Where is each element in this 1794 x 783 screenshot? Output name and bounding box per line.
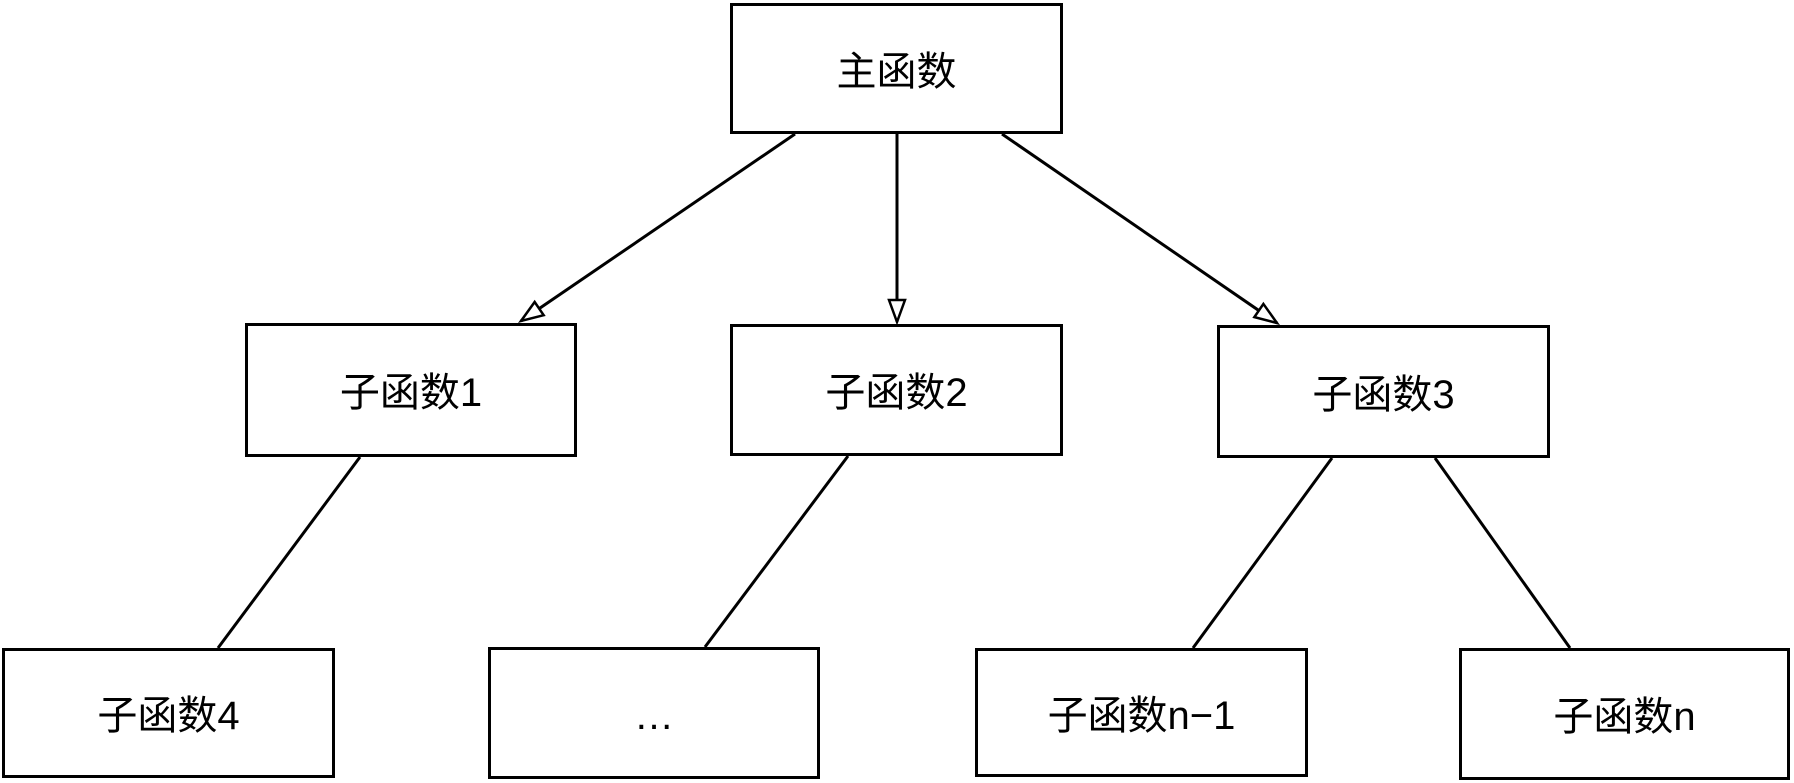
edge-main-to-sub1 <box>517 132 796 324</box>
node-label-main: 主函数 <box>836 49 957 94</box>
edge-sub2-to-ellipsis <box>703 455 850 648</box>
node-label-sub3: 子函数3 <box>1312 372 1455 417</box>
node-subn1: 子函数n−1 <box>975 648 1308 777</box>
node-ellipsis: … <box>488 647 820 779</box>
node-label-subn1: 子函数n−1 <box>1047 693 1236 738</box>
node-label-sub2: 子函数2 <box>825 371 968 415</box>
node-label-subn: 子函数n <box>1553 695 1696 739</box>
node-label-sub1: 子函数1 <box>339 371 483 415</box>
node-sub4: 子函数4 <box>2 648 335 778</box>
edge-sub3-to-subn <box>1433 457 1572 649</box>
node-label-ellipsis: … <box>634 694 674 738</box>
node-subn: 子函数n <box>1459 648 1790 780</box>
edge-main-to-sub3 <box>1001 132 1281 326</box>
edge-sub1-to-sub4 <box>216 456 362 649</box>
edge-sub3-to-subn1 <box>1191 457 1334 649</box>
node-sub2: 子函数2 <box>730 324 1063 456</box>
node-sub3: 子函数3 <box>1217 325 1550 458</box>
node-main: 主函数 <box>730 3 1063 134</box>
node-label-sub4: 子函数4 <box>97 694 240 738</box>
node-sub1: 子函数1 <box>245 323 577 457</box>
